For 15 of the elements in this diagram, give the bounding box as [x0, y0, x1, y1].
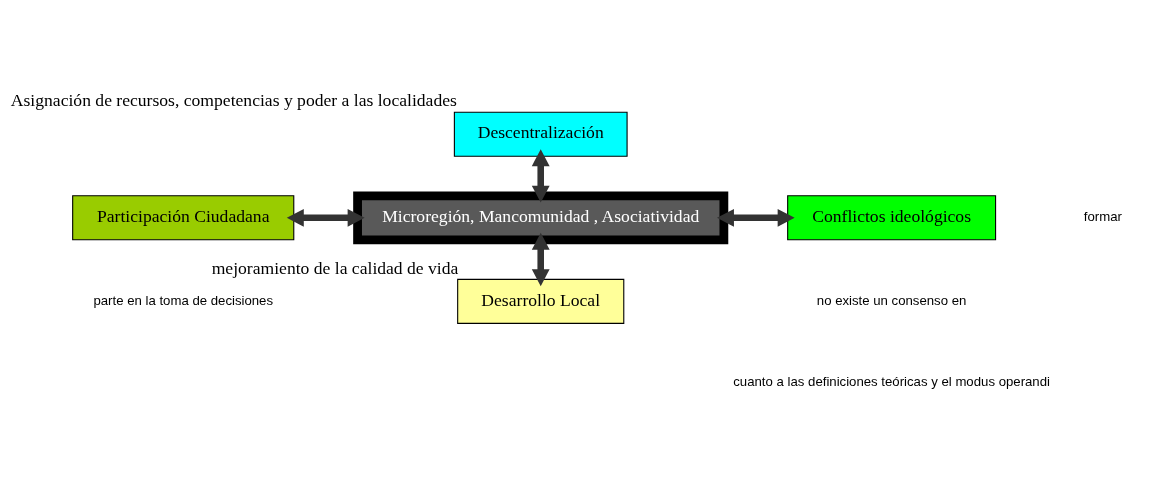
label: cuanto a las definiciones teóricas y el modus operandi — [733, 373, 1050, 389]
arrow — [286, 208, 365, 227]
node-box: Microregión, Mancomunidad , Asociatividad — [353, 190, 729, 244]
label: formar — [1083, 208, 1122, 224]
arrow — [716, 208, 795, 227]
label: no existe un consenso en — [816, 292, 967, 308]
arrow — [531, 232, 550, 286]
node-box: Descentralización — [453, 111, 628, 157]
node-box: Participación Ciudadana — [72, 194, 295, 240]
node-box: Conflictos ideológicos — [787, 194, 997, 240]
arrow — [531, 148, 550, 203]
node-label: mejoramiento de la calidad de vida — [211, 257, 459, 278]
label: parte en la toma de decisiones — [93, 292, 274, 308]
node-box: Desarrollo Local — [457, 278, 625, 324]
node-label: Asignación de recursos, competencias y poder a las localidades — [10, 89, 457, 110]
